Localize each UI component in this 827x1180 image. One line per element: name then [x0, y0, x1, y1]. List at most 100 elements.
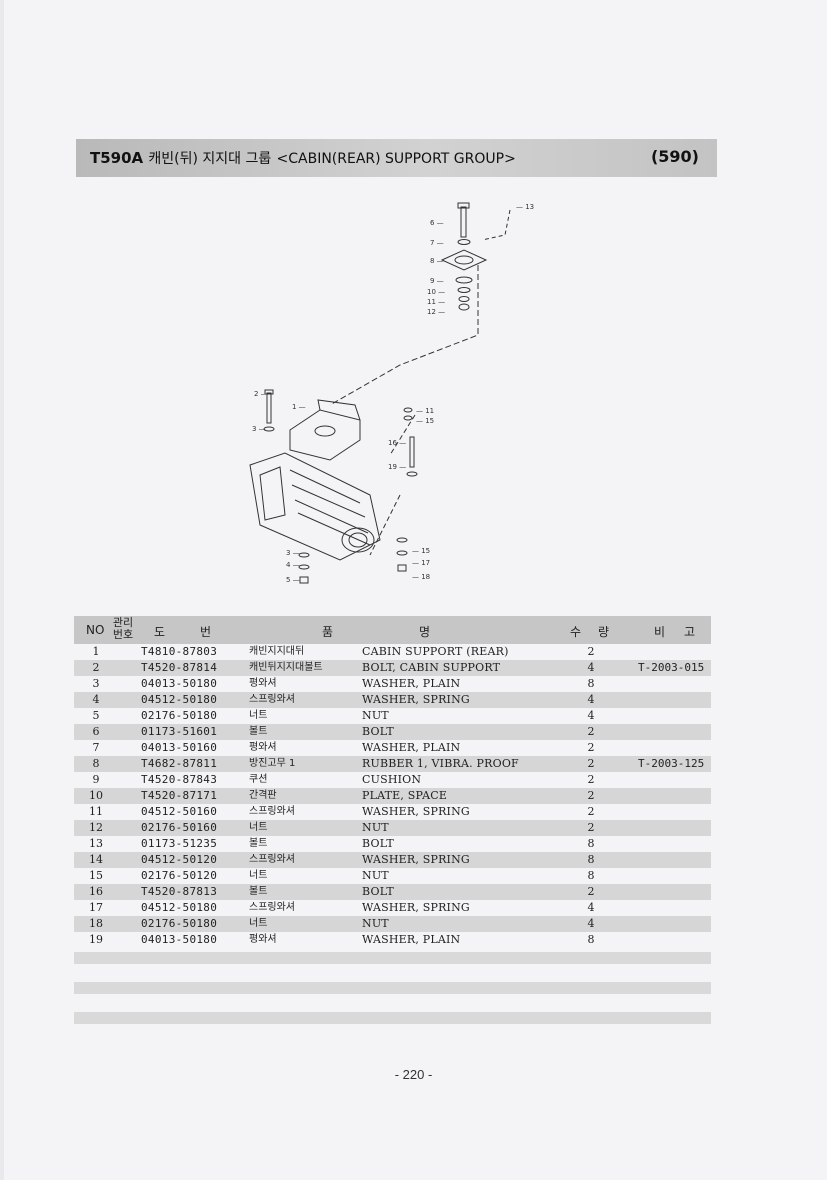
row-no: 14	[89, 853, 103, 866]
callout-4: 4 —	[286, 561, 300, 569]
callout-18: — 18	[412, 573, 430, 581]
callout-6: 6 —	[430, 219, 444, 227]
name-korean: 스프링와셔	[249, 854, 295, 865]
part-number: T4682-87811	[141, 757, 218, 770]
name-english: BOLT, CABIN SUPPORT	[362, 661, 501, 674]
header-mgmt: 관리 번호	[111, 617, 135, 641]
header-name-2: 명	[419, 625, 431, 639]
name-english: WASHER, PLAIN	[362, 933, 461, 946]
table-row: 2 T4520-87814 캐빈뒤지지대볼트 BOLT, CABIN SUPPORT 4…	[74, 660, 711, 676]
blank-row	[74, 952, 711, 964]
callout-15: — 15	[412, 547, 430, 555]
model-code: T590A	[90, 149, 144, 167]
group-header: T590A 캐빈(뒤) 지지대 그룹 <CABIN(REAR) SUPPORT …	[76, 139, 717, 177]
name-english: NUT	[362, 917, 389, 930]
callout-17: — 17	[412, 559, 430, 567]
name-korean: 스프링와셔	[249, 694, 295, 705]
row-no: 2	[92, 661, 100, 674]
part-number: T4520-87814	[141, 661, 218, 674]
callout-7: 7 —	[430, 239, 444, 247]
remark: T-2003-125	[638, 757, 705, 770]
part-number: T4520-87813	[141, 885, 218, 898]
callout-2: 2 —	[254, 390, 268, 398]
row-no: 3	[92, 677, 100, 690]
name-korean: 캐빈뒤지지대볼트	[249, 662, 323, 673]
row-no: 5	[92, 709, 100, 722]
part-number: 04013-50180	[141, 933, 218, 946]
quantity: 8	[587, 677, 595, 690]
part-number: 02176-50180	[141, 917, 218, 930]
part-number: T4520-87843	[141, 773, 218, 786]
callout-9: 9 —	[430, 277, 444, 285]
blank-row	[74, 1012, 711, 1024]
title-korean: 캐빈(뒤) 지지대 그룹	[148, 151, 272, 167]
row-no: 10	[89, 789, 103, 802]
part-number: 02176-50120	[141, 869, 218, 882]
quantity: 2	[587, 757, 595, 770]
name-korean: 쿠션	[249, 774, 268, 785]
part-number: 04013-50180	[141, 677, 218, 690]
name-english: CABIN SUPPORT (REAR)	[362, 645, 509, 658]
name-english: WASHER, SPRING	[362, 805, 470, 818]
name-english: WASHER, SPRING	[362, 901, 470, 914]
header-qty-1: 수	[570, 625, 582, 639]
part-number: 01173-51235	[141, 837, 218, 850]
name-korean: 볼트	[249, 886, 268, 897]
quantity: 8	[587, 933, 595, 946]
row-no: 6	[92, 725, 100, 738]
part-number: T4810-87803	[141, 645, 218, 658]
quantity: 2	[587, 789, 595, 802]
row-no: 8	[92, 757, 100, 770]
part-number: 04512-50120	[141, 853, 218, 866]
quantity: 4	[587, 693, 595, 706]
header-mgmt-line2: 번호	[112, 628, 134, 641]
name-english: RUBBER 1, VIBRA. PROOF	[362, 757, 519, 770]
name-english: WASHER, SPRING	[362, 693, 470, 706]
table-row: 19 04013-50180 평와셔 WASHER, PLAIN 8	[74, 932, 711, 948]
callout-15-top: — 15	[416, 417, 434, 425]
quantity: 2	[587, 773, 595, 786]
callout-13: — 13	[516, 203, 534, 211]
quantity: 4	[587, 901, 595, 914]
header-remark-2: 고	[684, 625, 696, 639]
row-no: 7	[92, 741, 100, 754]
name-english: WASHER, SPRING	[362, 853, 470, 866]
name-korean: 평와셔	[249, 742, 277, 753]
part-number: 04512-50180	[141, 693, 218, 706]
row-no: 18	[89, 917, 103, 930]
row-no: 19	[89, 933, 103, 946]
row-no: 16	[89, 885, 103, 898]
name-english: BOLT	[362, 725, 394, 738]
page-number: - 220 -	[394, 1067, 433, 1082]
name-korean: 너트	[249, 822, 268, 833]
name-english: NUT	[362, 709, 389, 722]
callout-1: 1 —	[292, 403, 306, 411]
part-number: 02176-50160	[141, 821, 218, 834]
name-korean: 스프링와셔	[249, 902, 295, 913]
row-no: 12	[89, 821, 103, 834]
page-edge	[0, 0, 4, 1180]
blank-row	[74, 982, 711, 994]
name-english: NUT	[362, 869, 389, 882]
name-korean: 평와셔	[249, 934, 277, 945]
row-no: 17	[89, 901, 103, 914]
quantity: 4	[587, 661, 595, 674]
header-mgmt-line1: 관리	[112, 616, 134, 629]
row-no: 11	[89, 805, 103, 818]
group-title: T590A 캐빈(뒤) 지지대 그룹 <CABIN(REAR) SUPPORT …	[90, 148, 516, 168]
callout-10: 10 —	[427, 288, 445, 296]
